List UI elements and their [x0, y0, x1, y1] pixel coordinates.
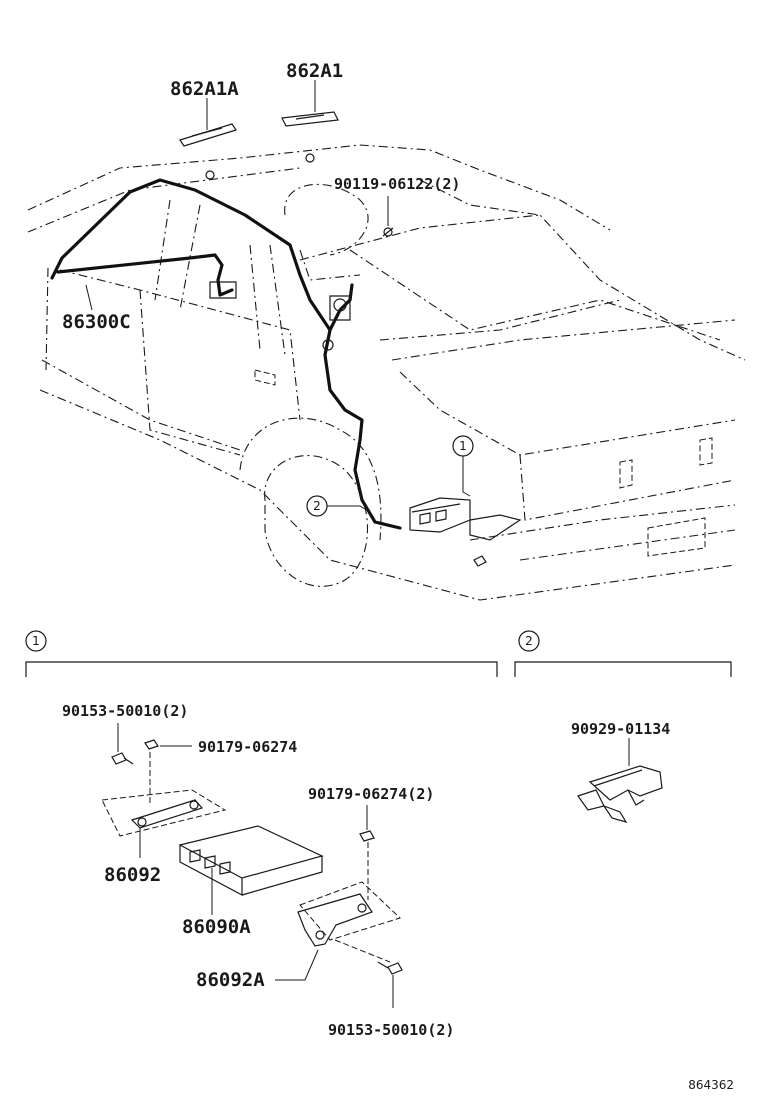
leader-86300C [85, 284, 93, 311]
label-86300C: 86300C [62, 311, 131, 333]
label-86092A: 86092A [196, 969, 265, 991]
label-86090A: 86090A [182, 916, 251, 938]
label-862A1: 862A1 [286, 60, 343, 82]
callout-1-label: 1 [459, 439, 467, 453]
label-90179-06274: 90179-06274 [198, 738, 297, 756]
roof-antenna-elements [179, 80, 339, 180]
callout-2-car: 2 [306, 495, 371, 517]
section-2-marker: 2 [525, 634, 533, 648]
section-2-header: 2 [514, 630, 732, 677]
antenna-wire-harness [50, 178, 402, 530]
label-90119-06122: 90119-06122(2) [334, 175, 460, 193]
callout-1-car: 1 [452, 435, 474, 497]
section-1-detail [101, 723, 403, 1008]
trunk-module [409, 497, 522, 567]
label-90929-01134: 90929-01134 [571, 720, 670, 738]
vehicle-illustration [27, 144, 746, 601]
section-1-marker: 1 [32, 634, 40, 648]
figure-id: 864362 [688, 1078, 734, 1092]
section-2-detail [577, 738, 663, 823]
label-86092: 86092 [104, 864, 161, 886]
label-90153-50010-bottom: 90153-50010(2) [328, 1021, 454, 1039]
label-90153-50010-top: 90153-50010(2) [62, 702, 188, 720]
callout-2-label: 2 [313, 499, 321, 513]
section-1-header: 1 [25, 630, 498, 677]
label-862A1A: 862A1A [170, 78, 239, 100]
label-90179-06274-2: 90179-06274(2) [308, 785, 434, 803]
